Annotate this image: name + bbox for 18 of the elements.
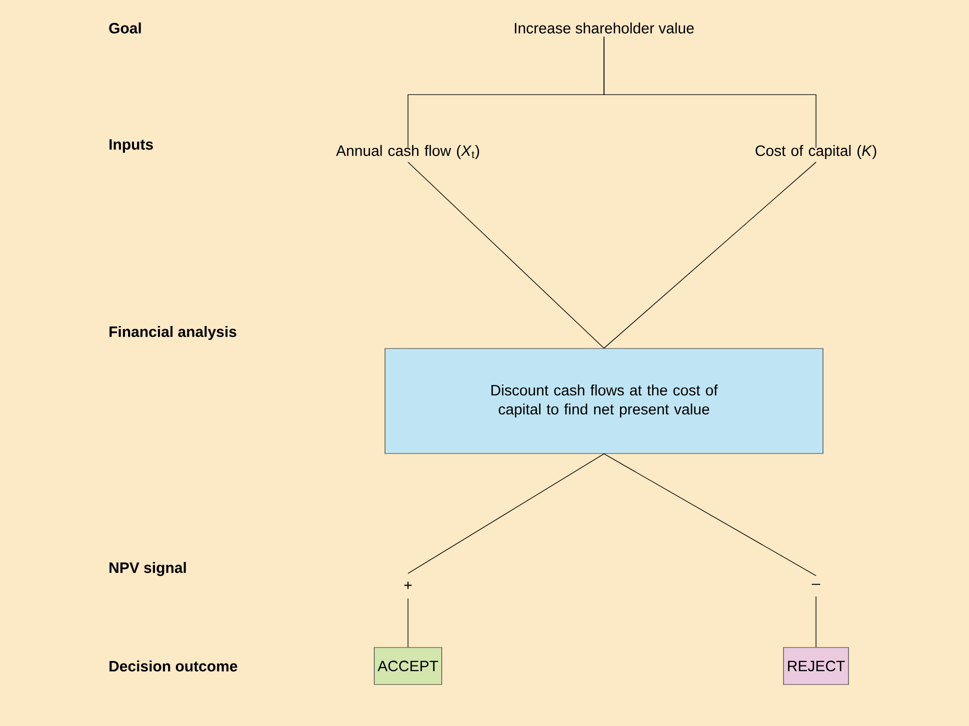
row-label: NPV signal [110, 562, 186, 576]
connector-line [408, 453, 604, 574]
analysis-box: Discount cash flows at the cost of capital to find net present value [384, 348, 824, 454]
row-label: Inputs [110, 139, 153, 153]
connector-line [408, 162, 604, 349]
signal-sign: – [812, 584, 820, 585]
row-label: Goal [109, 22, 141, 34]
input-text: Annual cash flow (X$_{t}$) [336, 145, 480, 159]
goal-text: Increase shareholder value [514, 22, 694, 34]
connector-line [604, 453, 816, 576]
row-label: Decision outcome [110, 660, 238, 672]
connector-line [604, 162, 816, 349]
decision-box: ACCEPT [374, 647, 442, 685]
input-text: Cost of capital (K) [756, 145, 876, 159]
signal-sign: + [404, 582, 412, 589]
row-label: Financial analysis [110, 326, 236, 340]
decision-box: REJECT [783, 647, 849, 685]
connector-line [604, 36, 816, 148]
